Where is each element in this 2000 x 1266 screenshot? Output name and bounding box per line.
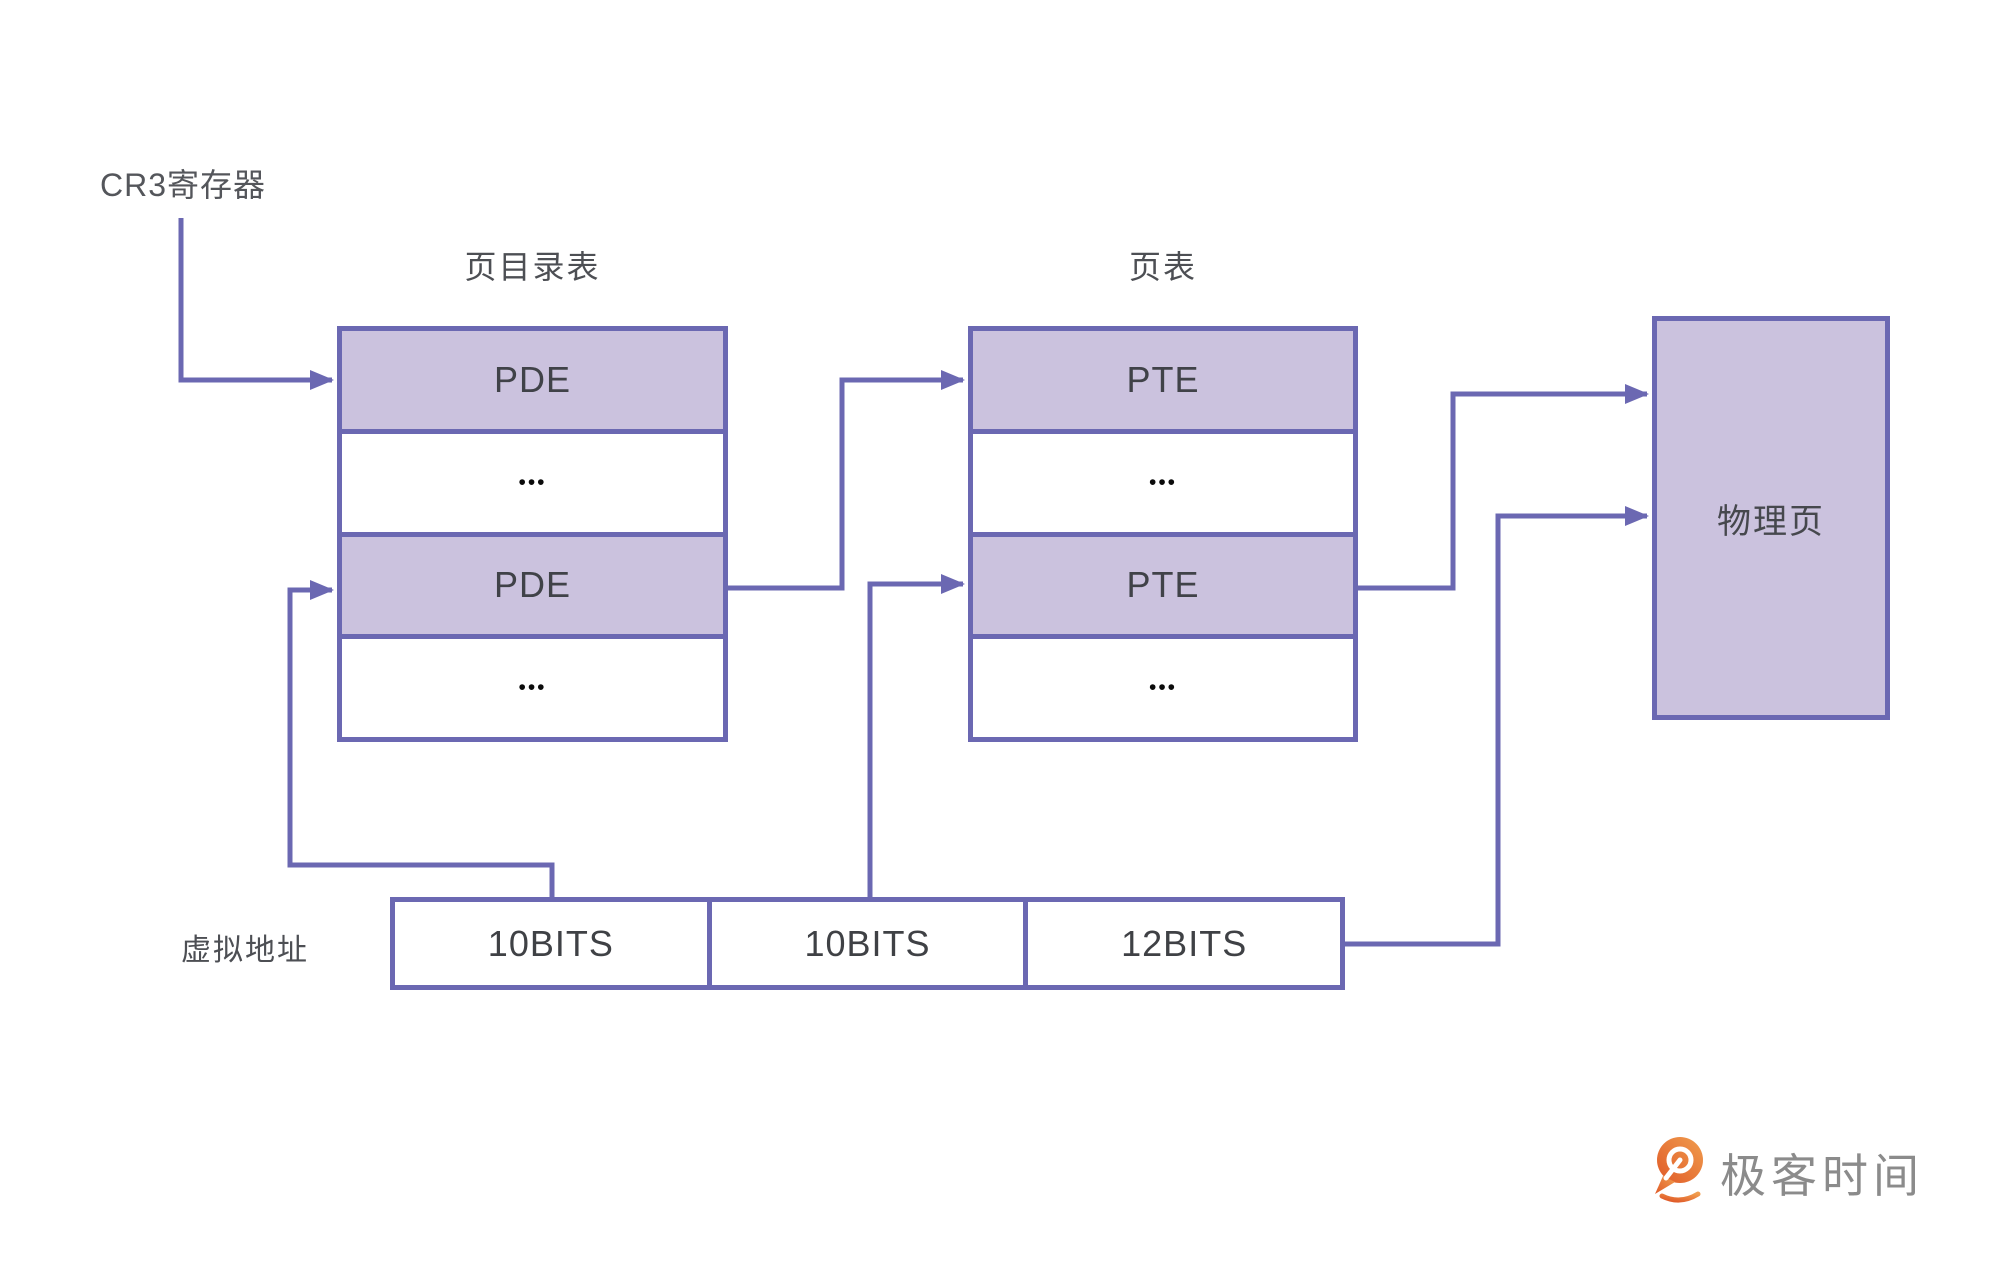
geektime-logo-text: 极客时间	[1720, 1150, 1924, 1202]
physical-page-box: 物理页	[1652, 316, 1890, 720]
page-table-title: 页表	[1128, 249, 1197, 285]
page-directory-table: PDE ••• PDE •••	[337, 326, 728, 742]
arrow-pte-to-physical-page	[1358, 384, 1649, 591]
geektime-logo-icon	[1655, 1137, 1703, 1203]
ellipsis-row: •••	[973, 634, 1353, 737]
geektime-logo: 极客时间	[1652, 1134, 1919, 1204]
arrow-bits3-to-physical-page	[1345, 506, 1649, 947]
arrow-pde-to-pte	[728, 370, 965, 591]
arrow-bits2-to-pte	[867, 574, 965, 899]
va-field-table-index: 10BITS	[706, 902, 1024, 985]
page-directory-title: 页目录表	[464, 249, 601, 285]
ellipsis-row: •••	[342, 428, 723, 532]
ellipsis-row: •••	[973, 428, 1353, 532]
arrow-bits1-to-pde	[287, 580, 555, 899]
cr3-register-label: CR3寄存器	[100, 167, 267, 203]
pde-entry-row: PDE	[342, 331, 723, 429]
va-field-dir-index: 10BITS	[395, 902, 707, 985]
ellipsis-row: •••	[342, 634, 723, 737]
virtual-address-box: 10BITS 10BITS 12BITS	[390, 897, 1345, 990]
virtual-address-label: 虚拟地址	[181, 934, 309, 967]
pte-entry-row: PTE	[973, 331, 1353, 429]
va-field-page-offset: 12BITS	[1023, 902, 1341, 985]
arrow-cr3-to-pde	[178, 218, 334, 390]
pde-entry-row: PDE	[342, 531, 723, 635]
pte-entry-row: PTE	[973, 531, 1353, 635]
page-table: PTE ••• PTE •••	[968, 326, 1358, 742]
